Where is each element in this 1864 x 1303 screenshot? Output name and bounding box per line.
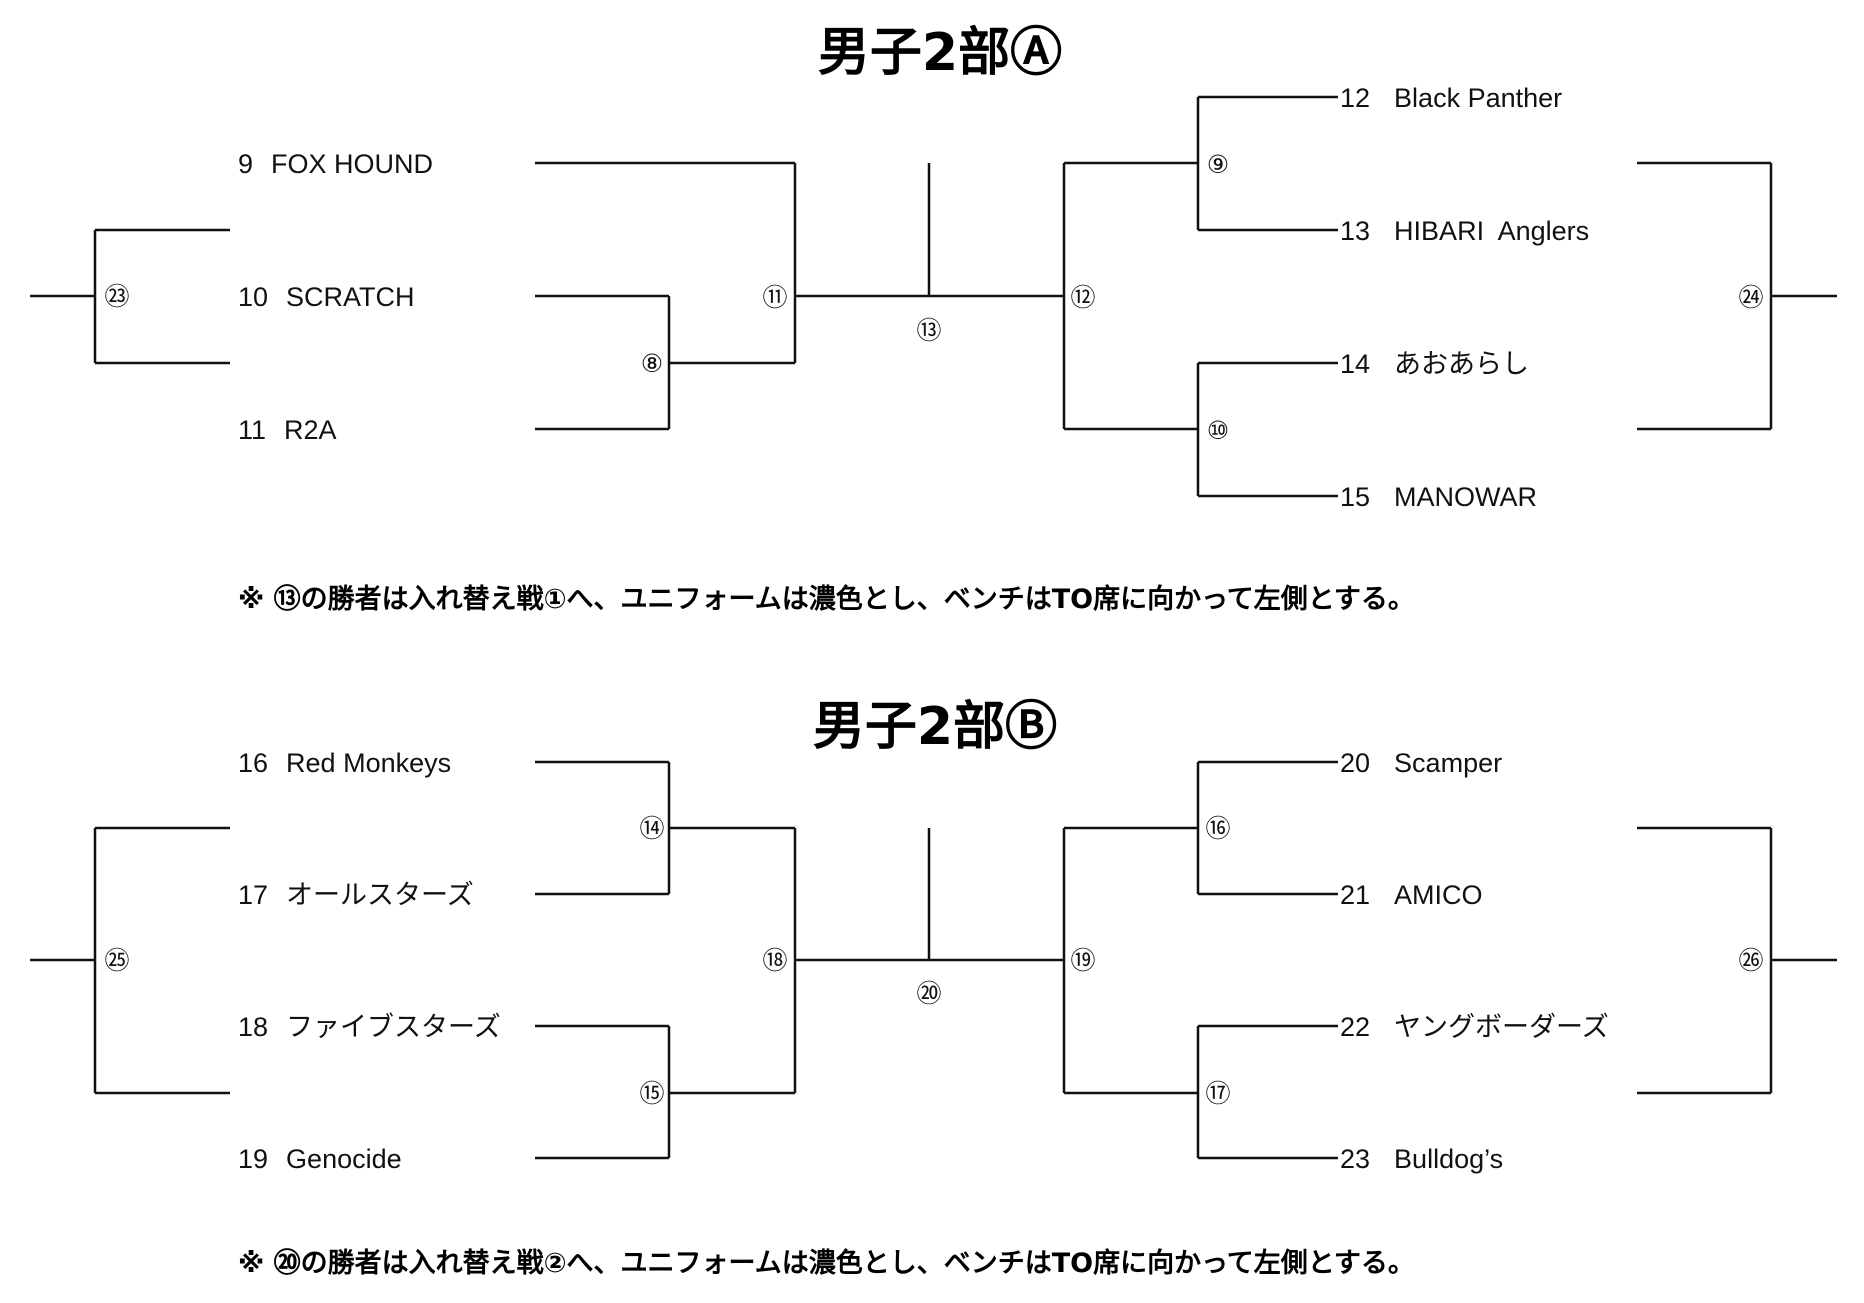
team-entry: 19 Genocide (238, 1144, 402, 1174)
bracket-b-outer-right-lines (1637, 826, 1837, 1095)
team-seed: 10 (238, 282, 268, 312)
bracket-b-note: ※ ⑳の勝者は入れ替え戦②へ、ユニフォームは濃色とし、ベンチはTO席に向かって左… (238, 1247, 1415, 1279)
team-seed: 19 (238, 1144, 268, 1174)
team-seed: 18 (238, 1012, 268, 1042)
team-seed: 14 (1340, 349, 1370, 379)
team-entry: 15 MANOWAR (1340, 482, 1537, 512)
team-seed: 21 (1340, 880, 1370, 910)
game-badge-left-final-b: ⑱ (762, 946, 787, 975)
team-seed: 23 (1340, 1144, 1370, 1174)
team-seed: 20 (1340, 748, 1370, 778)
team-name: AMICO (1394, 880, 1483, 910)
team-seed: 9 (238, 149, 253, 179)
bracket-a-title: 男子2部Ⓐ (818, 23, 1062, 83)
team-name: ファイブスターズ (286, 1012, 501, 1042)
team-name: SCRATCH (286, 282, 415, 312)
game-badge-right-upper-a: ⑨ (1207, 150, 1229, 179)
team-seed: 12 (1340, 83, 1370, 113)
team-name: Red Monkeys (286, 748, 451, 778)
team-entry: 21 AMICO (1340, 880, 1483, 910)
team-seed: 15 (1340, 482, 1370, 512)
team-entry: 13 HIBARI Anglers (1340, 216, 1589, 246)
game-badge-outer-right-b: ㉖ (1738, 946, 1763, 975)
bracket-a: 男子2部Ⓐ ㉓ 9 FOX HOUND 10 SCRATCH 11 R2A (30, 23, 1837, 615)
bracket-a-note: ※ ⑬の勝者は入れ替え戦①へ、ユニフォームは濃色とし、ベンチはTO席に向かって左… (238, 583, 1415, 615)
team-name: Bulldog’s (1394, 1144, 1503, 1174)
game-badge-right-final-b: ⑲ (1070, 946, 1095, 975)
bracket-b-right-lines (1062, 760, 1338, 1160)
team-name: Black Panther (1394, 83, 1562, 113)
team-seed: 16 (238, 748, 268, 778)
team-entry: 9 FOX HOUND (238, 149, 433, 179)
team-name: MANOWAR (1394, 482, 1537, 512)
team-entry: 14 あおあらし (1340, 349, 1529, 379)
bracket-b-left-lines (535, 760, 1064, 1160)
game-badge-outer-left-a: ㉓ (104, 282, 129, 311)
bracket-b: 男子2部Ⓑ ㉕ 16 Red Monkeys 17 オールスターズ 18 ファイ… (30, 697, 1837, 1279)
team-entry: 18 ファイブスターズ (238, 1012, 501, 1042)
game-badge-final-a: ⑬ (916, 316, 941, 345)
bracket-b-title: 男子2部Ⓑ (813, 697, 1057, 757)
game-badge-right-lower-b: ⑰ (1205, 1079, 1230, 1108)
team-name: R2A (284, 415, 337, 445)
team-entry: 22 ヤングボーダーズ (1340, 1012, 1609, 1042)
bracket-a-outer-right-lines (1637, 161, 1837, 431)
team-name: ヤングボーダーズ (1394, 1012, 1609, 1042)
team-seed: 17 (238, 880, 268, 910)
bracket-b-outer-left-lines (30, 826, 230, 1095)
team-entry: 10 SCRATCH (238, 282, 415, 312)
game-badge-final-b: ⑳ (916, 979, 941, 1008)
team-name: あおあらし (1394, 349, 1529, 379)
team-name: FOX HOUND (271, 149, 433, 179)
team-seed: 13 (1340, 216, 1370, 246)
team-seed: 22 (1340, 1012, 1370, 1042)
team-entry: 23 Bulldog’s (1340, 1144, 1503, 1174)
team-seed: 11 (238, 415, 266, 445)
team-name: オールスターズ (286, 880, 474, 910)
game-badge-left-final-a: ⑪ (762, 283, 787, 312)
game-badge-outer-left-b: ㉕ (104, 946, 129, 975)
bracket-a-outer-left-lines (30, 228, 230, 365)
game-badge-outer-right-a: ㉔ (1738, 283, 1763, 312)
team-entry: 20 Scamper (1340, 748, 1502, 778)
game-badge-right-lower-a: ⑩ (1207, 416, 1229, 445)
team-entry: 12 Black Panther (1340, 83, 1562, 113)
game-badge-left-semi-a: ⑧ (641, 349, 663, 378)
team-entry: 11 R2A (238, 415, 337, 445)
game-badge-left-upper-b: ⑭ (639, 814, 664, 843)
game-badge-left-lower-b: ⑮ (639, 1079, 664, 1108)
bracket-a-left-lines (535, 161, 1064, 431)
team-name: Genocide (286, 1144, 402, 1174)
team-name: HIBARI Anglers (1394, 216, 1589, 246)
game-badge-right-final-a: ⑫ (1070, 283, 1095, 312)
team-entry: 16 Red Monkeys (238, 748, 451, 778)
team-name: Scamper (1394, 748, 1502, 778)
bracket-a-right-lines (1062, 95, 1338, 498)
team-entry: 17 オールスターズ (238, 880, 474, 910)
game-badge-right-upper-b: ⑯ (1205, 814, 1230, 843)
